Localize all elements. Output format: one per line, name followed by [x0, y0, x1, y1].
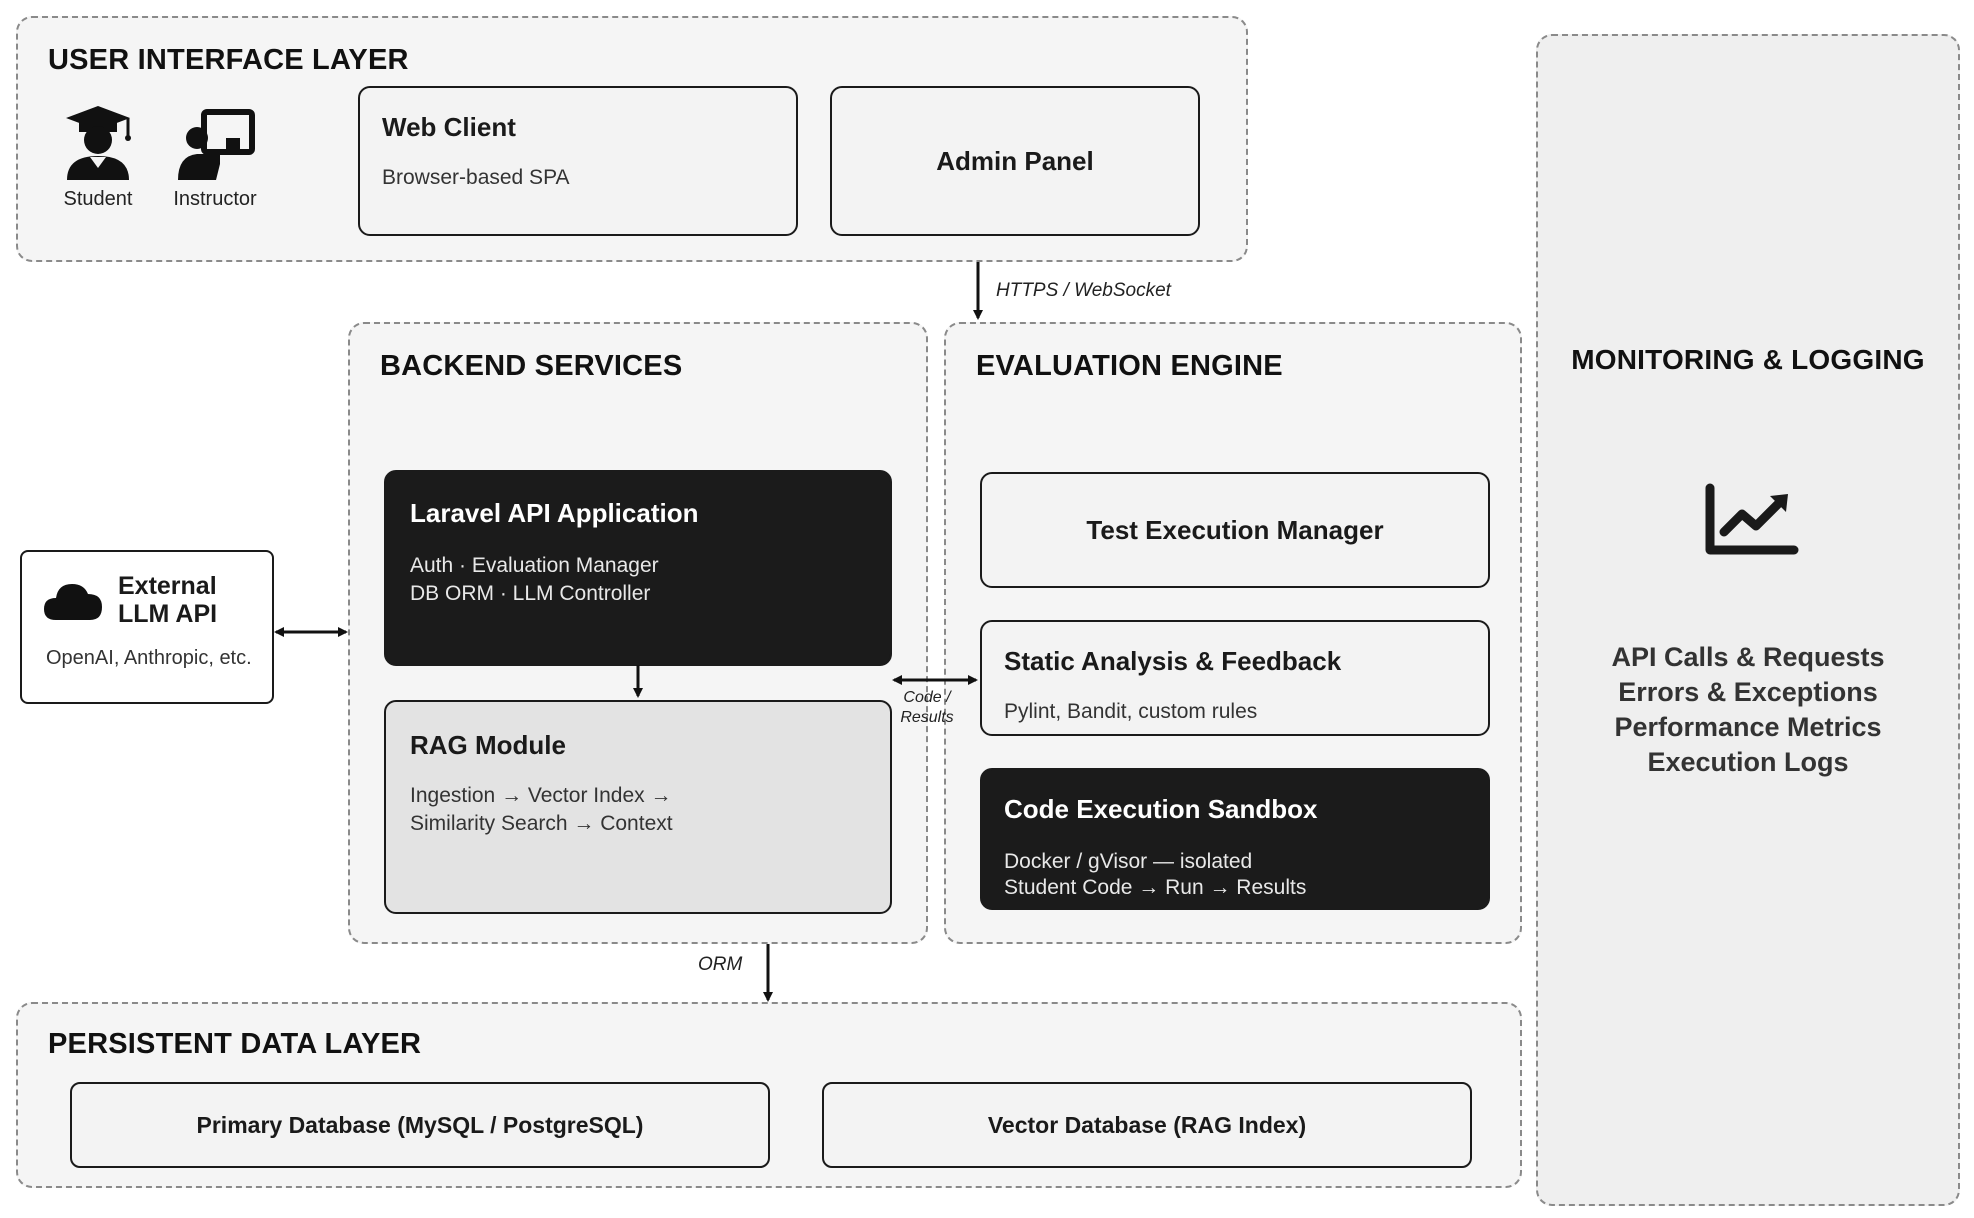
box-line: DB ORM · LLM Controller: [410, 582, 651, 605]
presenter-icon: [178, 109, 255, 180]
box-title: Primary Database (MySQL / PostgreSQL): [196, 1111, 644, 1138]
web-client-box[interactable]: Web Client Browser-based SPA: [358, 86, 798, 236]
box-line: Docker / gVisor — isolated: [1004, 850, 1253, 873]
trend-chart-icon: [1705, 483, 1799, 555]
monitoring-item: Execution Logs: [1647, 747, 1849, 777]
box-title: Laravel API Application: [410, 498, 699, 528]
test-execution-manager-box[interactable]: Test Execution Manager: [980, 472, 1490, 588]
edge-label-code-results: Code / Results: [890, 688, 964, 728]
persistent-data-layer: PERSISTENT DATA LAYER Primary Database (…: [16, 1002, 1522, 1188]
cloud-icon: [44, 584, 102, 620]
monitoring-item: API Calls & Requests: [1611, 642, 1885, 672]
actor-student: Student: [43, 104, 153, 210]
box-title-line: External: [118, 572, 217, 600]
graduation-cap-person-icon: [66, 106, 131, 180]
box-line: Student Code → Run → Results: [1004, 876, 1307, 899]
user-interface-layer: USER INTERFACE LAYER Student Instructor: [16, 16, 1248, 262]
admin-panel-box[interactable]: Admin Panel: [830, 86, 1200, 236]
rag-module-box[interactable]: RAG Module Ingestion → Vector Index → Si…: [384, 700, 892, 914]
box-title: Code Execution Sandbox: [1004, 794, 1318, 824]
panel-title: MONITORING & LOGGING: [1571, 344, 1925, 375]
actor-label: Instructor: [173, 188, 257, 210]
box-title: Web Client: [382, 112, 516, 142]
primary-database-box[interactable]: Primary Database (MySQL / PostgreSQL): [70, 1082, 770, 1168]
actor-instructor: Instructor: [160, 104, 270, 210]
box-title-line: LLM API: [118, 600, 218, 628]
backend-services-layer: BACKEND SERVICES Laravel API Application…: [348, 322, 928, 944]
box-line: Similarity Search → Context: [410, 812, 673, 835]
vector-database-box[interactable]: Vector Database (RAG Index): [822, 1082, 1472, 1168]
layer-title: PERSISTENT DATA LAYER: [48, 1028, 422, 1060]
edge-label-orm: ORM: [698, 954, 743, 975]
layer-title: BACKEND SERVICES: [380, 350, 683, 382]
evaluation-engine-layer: EVALUATION ENGINE Test Execution Manager…: [944, 322, 1522, 944]
box-title: Admin Panel: [936, 145, 1094, 176]
monitoring-item: Errors & Exceptions: [1618, 677, 1878, 707]
layer-title: EVALUATION ENGINE: [976, 350, 1283, 382]
monitoring-logging-panel: MONITORING & LOGGING API Calls & Request…: [1536, 34, 1960, 1206]
laravel-api-box[interactable]: Laravel API Application Auth · Evaluatio…: [384, 470, 892, 666]
edge-label-https: HTTPS / WebSocket: [996, 280, 1171, 301]
edge-label-line: Code /: [903, 689, 951, 706]
monitoring-item: Performance Metrics: [1614, 712, 1882, 742]
box-title: Test Execution Manager: [1086, 514, 1384, 545]
box-title: RAG Module: [410, 730, 566, 760]
external-llm-api-box[interactable]: External LLM API OpenAI, Anthropic, etc.: [20, 550, 274, 704]
code-execution-sandbox-box[interactable]: Code Execution Sandbox Docker / gVisor —…: [980, 768, 1490, 910]
box-title: Static Analysis & Feedback: [1004, 646, 1342, 676]
monitoring-items: API Calls & Requests Errors & Exceptions…: [1538, 640, 1958, 780]
edge-label-line: Results: [900, 709, 954, 726]
box-subtitle: OpenAI, Anthropic, etc.: [46, 647, 252, 669]
box-title: Vector Database (RAG Index): [987, 1111, 1307, 1138]
box-subtitle: Pylint, Bandit, custom rules: [1004, 700, 1258, 723]
layer-title: USER INTERFACE LAYER: [48, 44, 409, 76]
box-subtitle: Browser-based SPA: [382, 166, 570, 189]
actor-label: Student: [63, 188, 133, 210]
box-line: Auth · Evaluation Manager: [410, 554, 659, 577]
box-line: Ingestion → Vector Index →: [410, 784, 672, 807]
static-analysis-box[interactable]: Static Analysis & Feedback Pylint, Bandi…: [980, 620, 1490, 736]
